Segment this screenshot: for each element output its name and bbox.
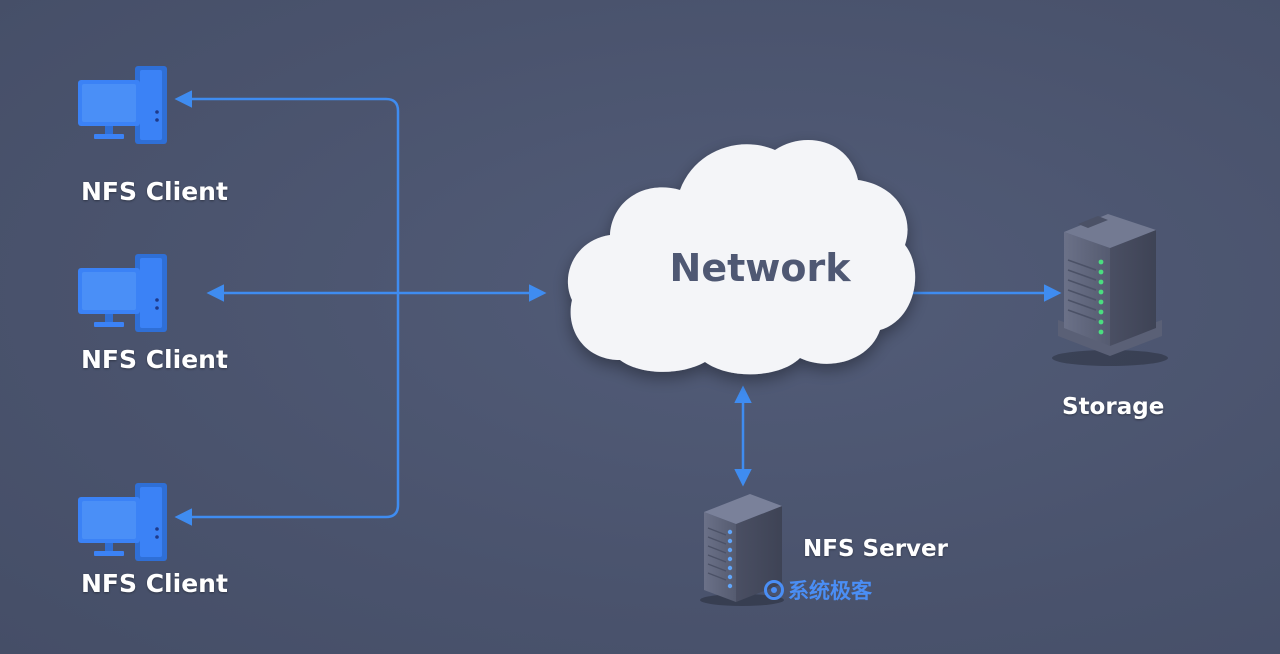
watermark-logo-icon	[764, 580, 784, 600]
client-label-1: NFS Client	[81, 177, 228, 206]
client-label-3: NFS Client	[81, 569, 228, 598]
watermark-text: 系统极客	[788, 579, 872, 603]
storage-icon	[1052, 214, 1168, 366]
client-label-2: NFS Client	[81, 345, 228, 374]
connector-bus	[174, 90, 400, 526]
client-icon-3	[78, 483, 167, 561]
watermark: 系统极客	[764, 575, 872, 605]
client-icon-1	[78, 66, 167, 144]
network-cloud	[567, 140, 916, 375]
storage-label: Storage	[1062, 394, 1165, 420]
server-label: NFS Server	[803, 536, 948, 562]
client-icon-2	[78, 254, 167, 332]
network-label: Network	[669, 246, 851, 290]
storage-leds	[1098, 259, 1104, 335]
server-icon	[700, 494, 784, 606]
server-leds	[727, 529, 733, 589]
connector-lines	[174, 90, 1062, 526]
